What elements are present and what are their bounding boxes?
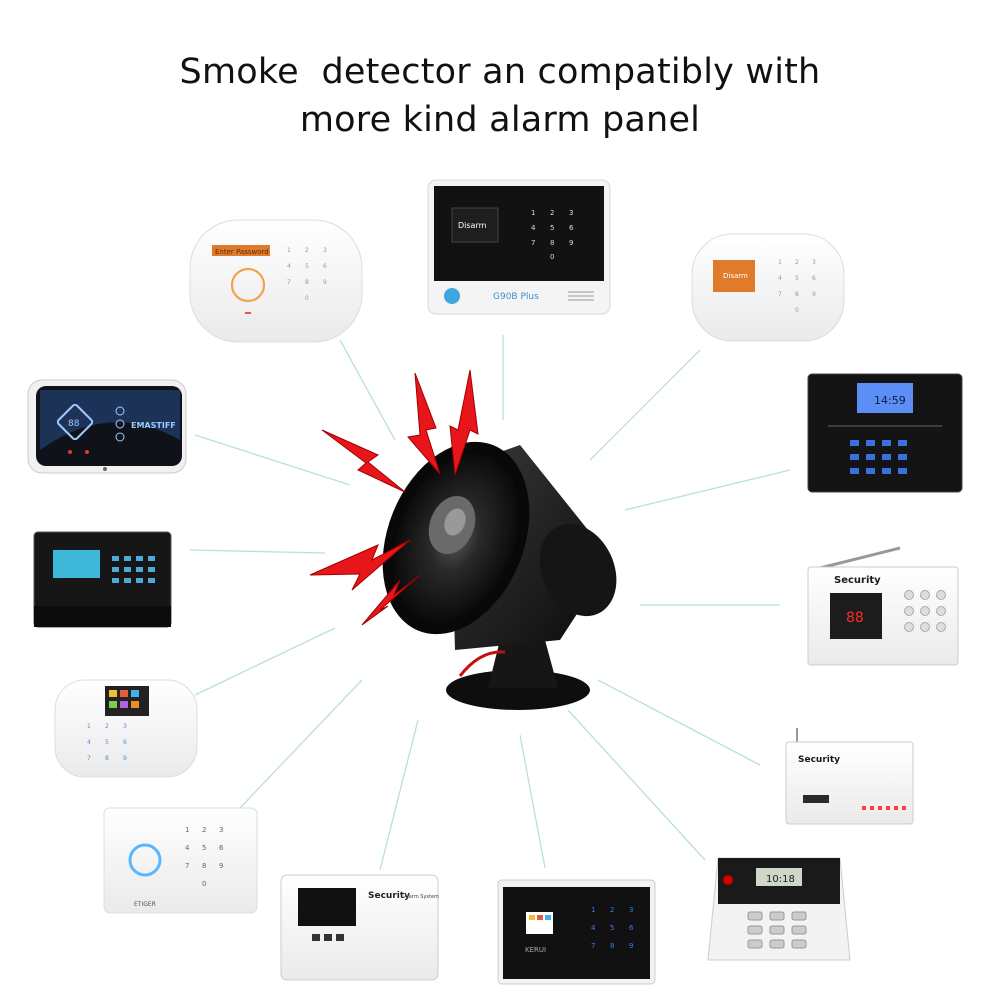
svg-text:9: 9 [569, 239, 573, 247]
led-digits: 88 [846, 610, 864, 626]
svg-text:6: 6 [569, 224, 574, 232]
svg-text:4: 4 [87, 739, 91, 746]
svg-text:8: 8 [550, 239, 554, 247]
svg-text:6: 6 [629, 924, 634, 932]
svg-text:6: 6 [123, 739, 127, 746]
model-label: G90B Plus [493, 292, 539, 302]
alarm-panel-etiger: 1 2 3 4 5 6 7 8 9 0 ETIGER [103, 807, 258, 914]
svg-text:0: 0 [202, 880, 206, 888]
svg-text:4: 4 [531, 224, 536, 232]
brand-label: ETIGER [134, 901, 156, 908]
svg-text:4: 4 [185, 844, 190, 852]
alarm-panel-enter-password: Enter Password 1 2 3 4 5 6 7 8 9 0 [189, 219, 363, 343]
svg-text:3: 3 [219, 826, 223, 834]
svg-text:8: 8 [305, 279, 309, 286]
brand-label: Security [798, 755, 840, 765]
svg-text:0: 0 [305, 295, 309, 302]
alarm-panel-kerui: KERUI 1 2 3 4 5 6 7 8 9 [497, 879, 656, 985]
lcd-time: 10:18 [766, 874, 795, 885]
svg-text:7: 7 [87, 755, 91, 762]
svg-text:88: 88 [68, 419, 80, 429]
alarm-panel-white-touch: 1 2 3 4 5 6 7 8 9 [54, 679, 198, 778]
lcd-time: 14:59 [874, 394, 906, 407]
lcd-text: Disarm [458, 221, 487, 230]
svg-text:8: 8 [105, 755, 109, 762]
svg-text:6: 6 [219, 844, 224, 852]
svg-text:7: 7 [778, 291, 782, 298]
svg-text:1: 1 [287, 247, 291, 254]
svg-text:3: 3 [629, 906, 633, 914]
svg-text:2: 2 [610, 906, 614, 914]
alarm-panel-security-led: Security 88 [807, 546, 959, 666]
siren-icon [382, 441, 617, 710]
svg-text:3: 3 [123, 723, 127, 730]
svg-text:9: 9 [812, 291, 816, 298]
brand-label: EMASTIFF [131, 421, 176, 430]
alarm-panel-security-system: Security Alarm System [280, 874, 439, 981]
svg-text:5: 5 [202, 844, 206, 852]
svg-text:1: 1 [185, 826, 189, 834]
svg-text:4: 4 [591, 924, 596, 932]
brand-sub: Alarm System [404, 894, 439, 900]
alarm-panel-black-cyan [33, 531, 172, 628]
svg-text:8: 8 [795, 291, 799, 298]
svg-text:1: 1 [778, 259, 782, 266]
headline-line-1: Smoke detector an compatibly with [179, 52, 821, 92]
svg-text:7: 7 [531, 239, 535, 247]
svg-text:1: 1 [87, 723, 91, 730]
svg-text:7: 7 [591, 942, 595, 950]
svg-text:2: 2 [550, 209, 554, 217]
svg-text:5: 5 [305, 263, 309, 270]
brand-label: Security [834, 575, 881, 586]
svg-text:3: 3 [569, 209, 573, 217]
svg-text:2: 2 [795, 259, 799, 266]
alarm-panel-g90b-plus: Disarm 1 2 3 4 5 6 7 8 9 0 G90B Plus [427, 179, 611, 315]
svg-text:9: 9 [629, 942, 633, 950]
alarm-panel-emastiff: 88 EMASTIFF [27, 379, 187, 474]
lcd-text: Disarm [723, 272, 748, 280]
svg-text:9: 9 [219, 862, 223, 870]
svg-text:6: 6 [323, 263, 327, 270]
alarm-panel-blue-lcd-black: 14:59 [807, 373, 963, 493]
svg-text:0: 0 [550, 253, 554, 261]
alarm-panel-lcd-keypad: 10:18 [707, 857, 851, 961]
svg-text:5: 5 [610, 924, 614, 932]
svg-text:6: 6 [812, 275, 816, 282]
svg-text:1: 1 [591, 906, 595, 914]
brand-label: KERUI [525, 946, 546, 954]
brand-label: Security [368, 891, 410, 901]
connection-rays [189, 335, 791, 871]
headline-line-2: more kind alarm panel [299, 100, 701, 140]
svg-text:8: 8 [202, 862, 206, 870]
lcd-text: Enter Password [215, 248, 269, 256]
svg-text:3: 3 [812, 259, 816, 266]
svg-text:4: 4 [778, 275, 782, 282]
svg-text:2: 2 [202, 826, 206, 834]
svg-text:4: 4 [287, 263, 291, 270]
svg-text:8: 8 [610, 942, 614, 950]
svg-text:5: 5 [795, 275, 799, 282]
svg-text:1: 1 [531, 209, 535, 217]
svg-text:9: 9 [323, 279, 327, 286]
svg-text:5: 5 [550, 224, 554, 232]
svg-text:0: 0 [795, 307, 799, 314]
svg-text:7: 7 [185, 862, 189, 870]
svg-text:9: 9 [123, 755, 127, 762]
svg-text:3: 3 [323, 247, 327, 254]
svg-text:7: 7 [287, 279, 291, 286]
svg-text:2: 2 [305, 247, 309, 254]
svg-text:5: 5 [105, 739, 109, 746]
alarm-panel-disarm-white: Disarm 1 2 3 4 5 6 7 8 9 0 [691, 233, 845, 342]
lightning-bolt-icon [309, 369, 479, 626]
svg-text:2: 2 [105, 723, 109, 730]
alarm-panel-security-small: Security [785, 728, 914, 825]
